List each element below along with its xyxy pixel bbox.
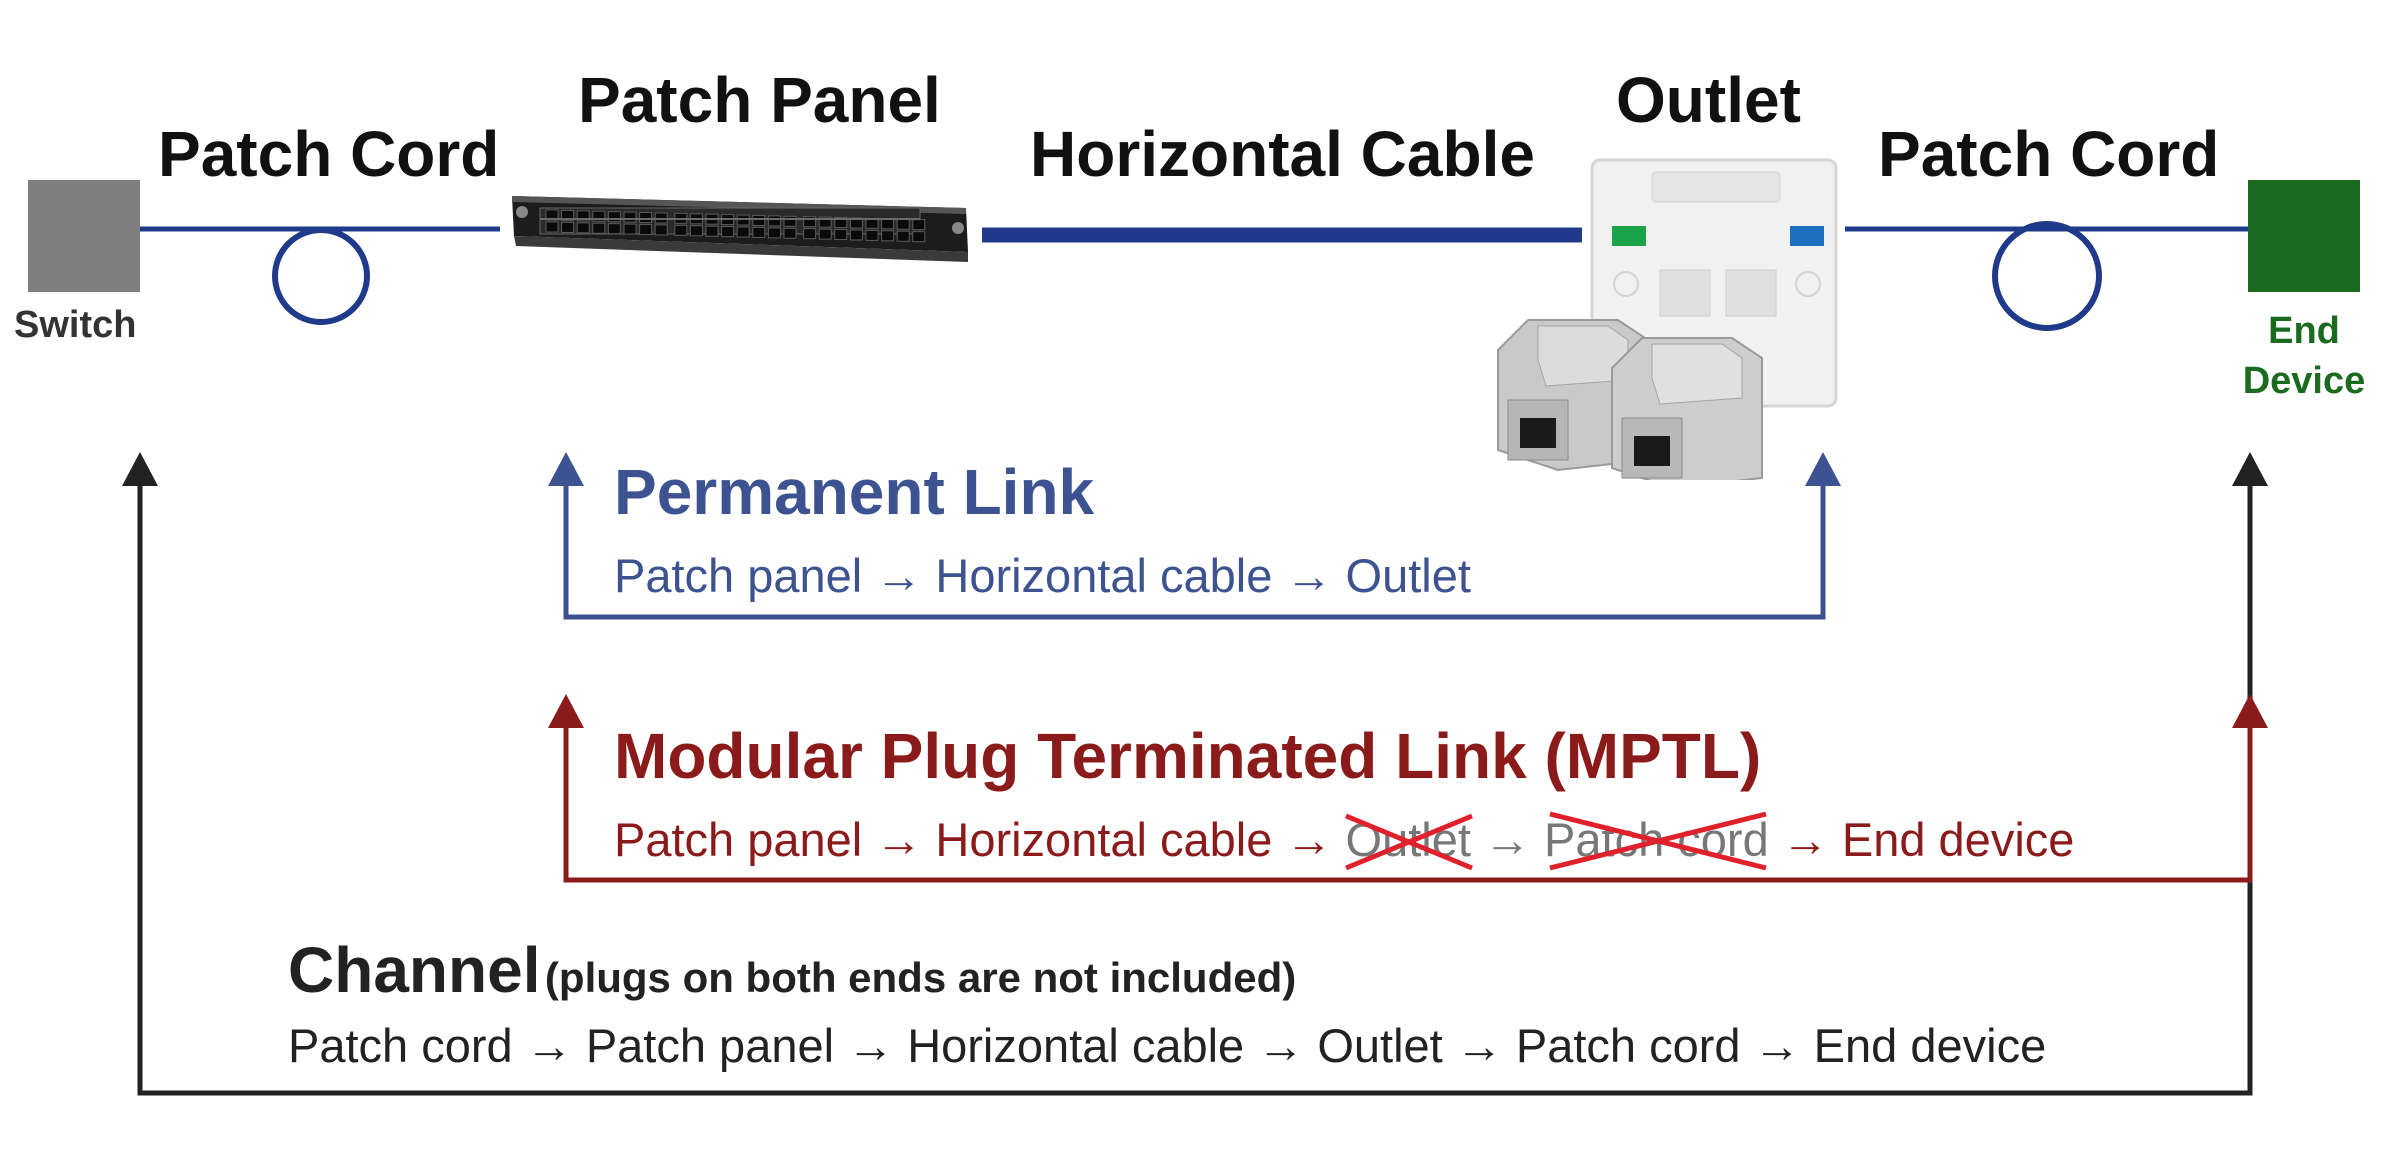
patch-panel-port bbox=[705, 225, 719, 237]
channel-heading: Channel (plugs on both ends are not incl… bbox=[288, 938, 1296, 1002]
mptl-path-item: Horizontal cable bbox=[935, 813, 1273, 866]
channel-path-item: Patch panel bbox=[585, 1019, 835, 1072]
mptl-struck-patch-cord: Patch cord bbox=[1544, 811, 1769, 871]
permanent-link-title: Permanent Link bbox=[614, 456, 1095, 528]
permanent-link-bracket bbox=[563, 482, 1826, 620]
patch-panel-port bbox=[849, 217, 863, 229]
arrow-glyph: → bbox=[1285, 549, 1333, 602]
patch-panel-port bbox=[639, 224, 653, 236]
arrow-glyph: → bbox=[1257, 1019, 1305, 1072]
patch-panel-port bbox=[592, 210, 606, 222]
mptl-arrow-left bbox=[548, 694, 584, 728]
strike-cross-icon bbox=[1549, 811, 1767, 871]
patch-panel-port bbox=[607, 223, 621, 235]
label-patch-cord-left: Patch Cord bbox=[158, 118, 500, 190]
patch-panel-port bbox=[674, 224, 688, 236]
arrow-glyph: → bbox=[1781, 813, 1829, 866]
patch-panel-port bbox=[654, 224, 668, 236]
arrow-glyph: → bbox=[875, 549, 923, 602]
arrow-glyph: → bbox=[1753, 1019, 1801, 1072]
keystone-jacks-image bbox=[1497, 319, 1763, 480]
patch-panel-port bbox=[834, 217, 848, 229]
patch-panel-port bbox=[721, 226, 735, 238]
permanent-link-path: Patch panel → Horizontal cable → Outlet bbox=[614, 552, 1471, 599]
patch-panel-port bbox=[639, 212, 653, 224]
label-outlet: Outlet bbox=[1616, 64, 1801, 136]
patch-panel-port bbox=[912, 231, 926, 243]
cabling-diagram bbox=[28, 158, 2360, 480]
patch-panel-port bbox=[561, 209, 575, 221]
mptl-arrow-right bbox=[2232, 694, 2268, 728]
permanent-path-item: Outlet bbox=[1345, 549, 1471, 602]
patch-panel-port bbox=[545, 221, 559, 233]
patch-panel-port bbox=[654, 212, 668, 224]
channel-note: (plugs on both ends are not included) bbox=[544, 954, 1297, 1001]
permanent-path-item: Patch panel bbox=[614, 549, 863, 602]
patch-panel-port bbox=[834, 229, 848, 241]
patch-panel-port bbox=[783, 215, 797, 227]
permanent-arrow-right bbox=[1805, 452, 1841, 486]
patch-panel-port bbox=[767, 227, 781, 239]
channel-path-item: Patch cord bbox=[1515, 1019, 1741, 1072]
arrow-glyph: → bbox=[525, 1019, 573, 1072]
mptl-path-item: Patch panel bbox=[614, 813, 863, 866]
patch-panel-port bbox=[623, 223, 637, 235]
permanent-path-item: Horizontal cable bbox=[935, 549, 1273, 602]
channel-path-item: Outlet bbox=[1317, 1019, 1443, 1072]
channel-path-item: Patch cord bbox=[288, 1019, 513, 1072]
arrow-glyph: → bbox=[875, 813, 923, 866]
channel-arrow-right bbox=[2232, 452, 2268, 486]
switch-box bbox=[28, 180, 140, 292]
patch-panel-port bbox=[783, 227, 797, 239]
patch-panel-port bbox=[561, 221, 575, 233]
patch-panel-port bbox=[736, 214, 750, 226]
patch-panel-port bbox=[818, 228, 832, 240]
patch-panel-port bbox=[803, 228, 817, 240]
strike-cross-icon bbox=[1344, 813, 1473, 871]
patch-panel-port bbox=[803, 216, 817, 228]
arrow-glyph: → bbox=[1285, 813, 1333, 866]
patch-panel-port bbox=[752, 226, 766, 238]
label-end-device-line2: Device bbox=[2242, 360, 2366, 402]
patch-panel-port bbox=[865, 229, 879, 241]
patch-panel-port bbox=[849, 229, 863, 241]
permanent-arrow-left bbox=[548, 452, 584, 486]
channel-title: Channel bbox=[288, 934, 541, 1006]
left-patch-cord-coil bbox=[272, 227, 370, 325]
mptl-title: Modular Plug Terminated Link (MPTL) bbox=[614, 720, 1762, 792]
mptl-path: Patch panel → Horizontal cable → Outlet … bbox=[614, 811, 2075, 871]
mptl-path-item: End device bbox=[1841, 813, 2075, 866]
arrow-glyph: → bbox=[1455, 1019, 1503, 1072]
patch-panel-port bbox=[576, 210, 590, 222]
patch-panel-port bbox=[896, 230, 910, 242]
end-device-box bbox=[2248, 180, 2360, 292]
patch-panel-port bbox=[881, 230, 895, 242]
channel-arrow-left bbox=[122, 452, 158, 486]
arrow-glyph: → bbox=[1483, 813, 1531, 866]
patch-panel-port bbox=[607, 211, 621, 223]
label-horizontal-cable: Horizontal Cable bbox=[1030, 118, 1535, 190]
right-patch-cord-coil bbox=[1992, 221, 2102, 331]
channel-path: Patch cord → Patch panel → Horizontal ca… bbox=[288, 1022, 2046, 1069]
patch-panel-port bbox=[767, 215, 781, 227]
patch-panel-port bbox=[623, 211, 637, 223]
channel-path-item: Horizontal cable bbox=[907, 1019, 1245, 1072]
patch-panel-port bbox=[736, 226, 750, 238]
patch-panel-port bbox=[592, 222, 606, 234]
label-patch-panel: Patch Panel bbox=[578, 64, 941, 136]
patch-panel-port bbox=[576, 222, 590, 234]
patch-panel-port bbox=[752, 214, 766, 226]
patch-panel-image bbox=[512, 196, 968, 262]
patch-panel-port bbox=[818, 216, 832, 228]
label-switch: Switch bbox=[14, 304, 137, 346]
channel-path-item: End device bbox=[1813, 1019, 2047, 1072]
label-end-device: End Device bbox=[2226, 306, 2382, 406]
arrow-glyph: → bbox=[847, 1019, 895, 1072]
patch-panel-port bbox=[689, 225, 703, 237]
label-patch-cord-right: Patch Cord bbox=[1878, 118, 2220, 190]
label-end-device-line1: End bbox=[2268, 310, 2340, 352]
mptl-struck-outlet: Outlet bbox=[1344, 813, 1473, 871]
mptl-bracket bbox=[563, 724, 2253, 883]
